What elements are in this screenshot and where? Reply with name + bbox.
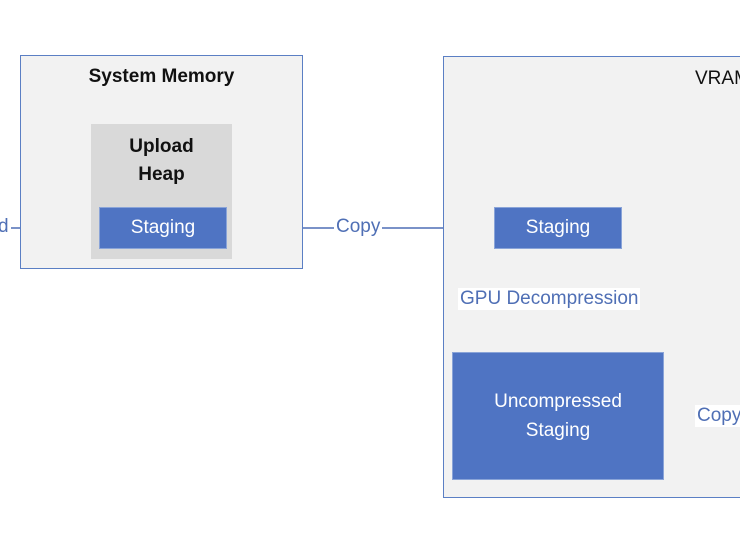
system-memory-title: System Memory <box>88 66 235 87</box>
upload-heap-title: Upload Heap <box>129 136 194 185</box>
vram-staging-box: Staging <box>494 207 622 249</box>
system-staging-box: Staging <box>99 207 227 249</box>
copy-edge-label: Copy <box>334 216 383 238</box>
incoming-edge-label: d <box>0 216 11 238</box>
gpu-decompression-label: GPU Decompression <box>458 288 641 310</box>
uncompressed-staging-box: Uncompressed Staging <box>452 352 664 480</box>
vram-title: VRAM <box>695 68 740 89</box>
outgoing-copy-label: Copy <box>695 405 740 427</box>
